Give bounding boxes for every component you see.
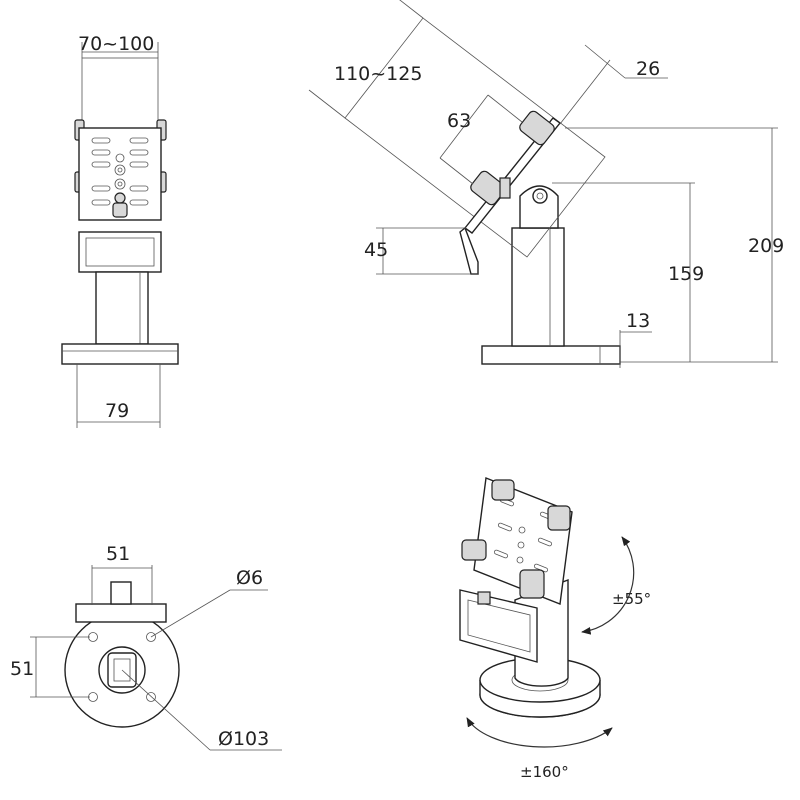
dim-base-thickness: 13	[626, 310, 650, 332]
dim-base-diameter: Ø103	[218, 728, 269, 750]
perspective-view: ±55° ±160°	[459, 477, 651, 781]
dim-bottom-width: 51	[106, 543, 130, 565]
dim-front-width-range: 70~100	[78, 33, 154, 55]
side-view: 110~125 26 63 45 159 209 13	[308, 0, 784, 368]
label-swivel-range: ±160°	[520, 763, 569, 781]
bottom-view: 51 51 Ø6 Ø103	[10, 543, 282, 751]
dim-pivot-height: 159	[668, 263, 704, 285]
dim-hole-diameter: Ø6	[236, 567, 263, 589]
dim-clip-spacing: 63	[447, 110, 471, 132]
dim-cradle-length: 110~125	[334, 63, 422, 85]
dim-lip-height: 45	[364, 239, 388, 261]
dim-total-height: 209	[748, 235, 784, 257]
front-view: 70~100 79	[61, 33, 179, 428]
dim-top-offset: 26	[636, 58, 660, 80]
dim-base-width: 79	[105, 400, 129, 422]
dim-bottom-hole-spacing: 51	[10, 658, 34, 680]
label-tilt-range: ±55°	[612, 590, 651, 608]
